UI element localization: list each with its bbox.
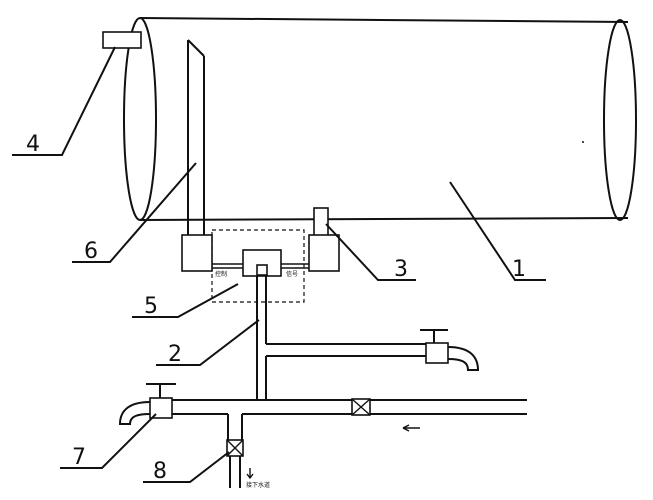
label-6-group: 6 (72, 162, 197, 264)
right-control-box (308, 234, 340, 272)
component-3-stub (313, 207, 329, 237)
component-7-faucet (118, 383, 176, 425)
component-2-main-pipe (256, 276, 267, 400)
inline-valve (351, 398, 371, 416)
label-5: 5 (144, 294, 158, 319)
stray-dot (582, 141, 584, 143)
label-2: 2 (168, 342, 182, 367)
label-7-group: 7 (60, 413, 157, 470)
upper-branch-pipe (266, 343, 426, 357)
label-6: 6 (84, 239, 98, 264)
drain-text: 接下水道 (246, 481, 270, 489)
component-4-inlet (102, 31, 142, 49)
label-3-group: 3 (325, 223, 416, 282)
lower-main-pipe (170, 399, 527, 415)
flow-arrow (402, 424, 420, 432)
component-6-pipe (187, 39, 205, 235)
right-box-text: 信号 (286, 270, 298, 278)
component-8-drain (226, 414, 254, 488)
label-8-group: 8 (143, 451, 230, 484)
label-1: 1 (512, 257, 526, 282)
label-4-group: 4 (12, 46, 116, 157)
left-box-text: 控制 (215, 270, 227, 278)
right-faucet (420, 329, 480, 371)
label-4: 4 (26, 132, 40, 157)
label-8: 8 (153, 459, 167, 484)
label-1-group: 1 (449, 181, 546, 282)
left-control-box (181, 234, 213, 272)
center-junction-box (242, 249, 282, 277)
label-2-group: 2 (156, 319, 260, 367)
label-5-group: 5 (132, 283, 239, 319)
label-7: 7 (72, 445, 86, 470)
label-3: 3 (394, 257, 408, 282)
tank (123, 17, 637, 221)
